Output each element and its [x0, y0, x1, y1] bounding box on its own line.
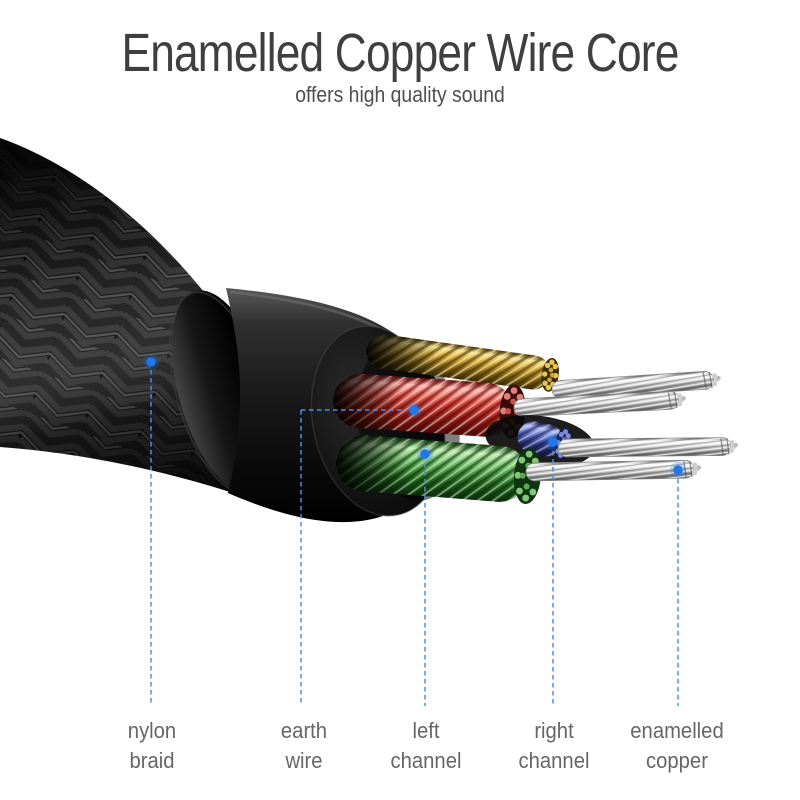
dot-nylon-braid: [146, 357, 156, 367]
callout-dots: [143, 354, 686, 478]
wire-bundle-red: [332, 373, 526, 439]
dot-right-channel: [548, 437, 558, 447]
wire-bundle-yellow: [365, 334, 559, 392]
callout-label-left-channel: left channel: [390, 718, 462, 773]
silver-wire-lower-2: [525, 459, 702, 482]
silver-wire-upper-1: [551, 371, 721, 399]
callout-markers: [150, 370, 679, 706]
dot-left-channel: [420, 449, 430, 459]
callout-label-right-channel: right channel: [518, 718, 590, 773]
dot-earth-wire: [409, 405, 419, 415]
callout-label-enamelled-copper: enamelled copper: [630, 718, 724, 773]
dot-enamelled-copper: [673, 465, 683, 475]
page-subtitle: offers high quality sound: [295, 82, 505, 107]
callout-label-earth-wire: earth wire: [280, 718, 328, 773]
silver-wire-upper-2: [513, 391, 686, 417]
silver-wire-lower-1: [557, 437, 739, 458]
callout-label-nylon-braid: nylon braid: [127, 718, 177, 773]
page-title: Enamelled Copper Wire Core: [121, 23, 679, 83]
nylon-braid-sleeve: [0, 138, 241, 492]
